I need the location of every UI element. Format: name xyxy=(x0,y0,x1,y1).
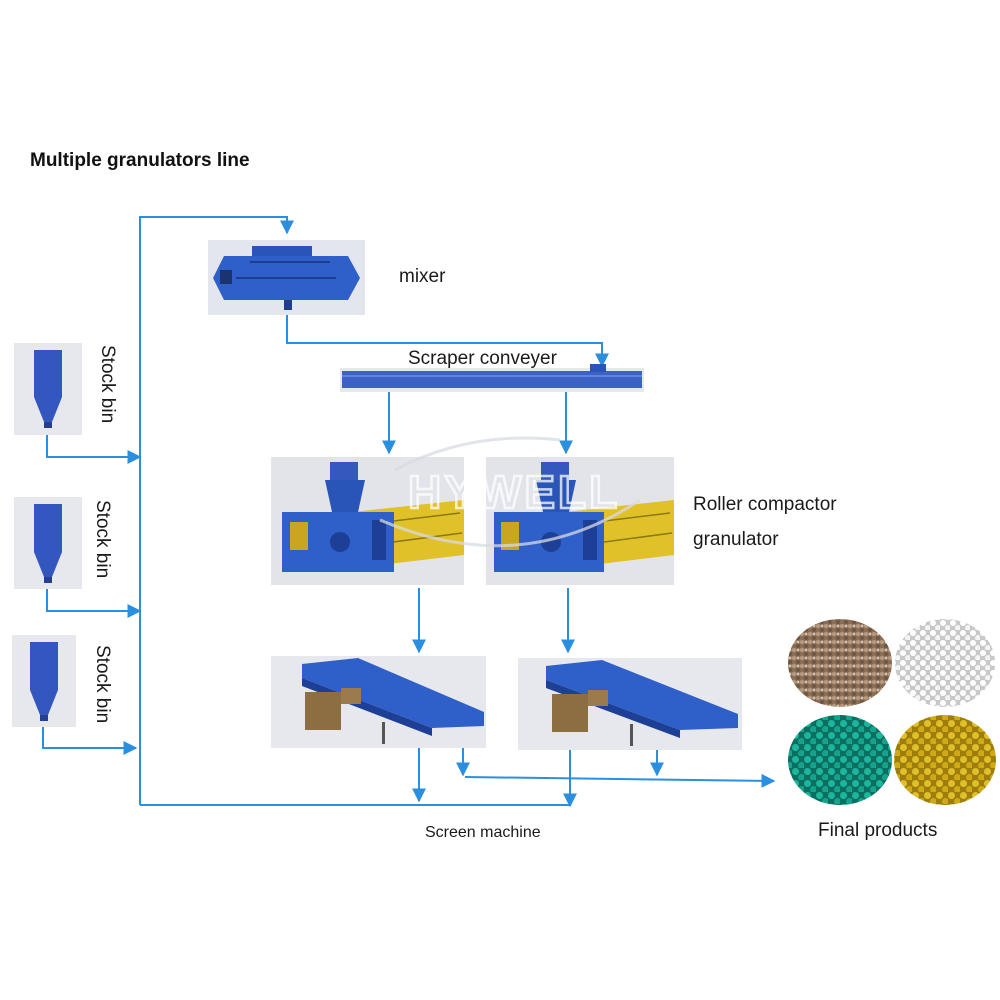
bin2-feed-line xyxy=(46,585,142,618)
stock-bin-3 xyxy=(12,635,76,727)
return-line-to-mixer xyxy=(139,216,294,805)
roller-compactor-label-line1: Roller compactor xyxy=(693,494,837,515)
final-products-samples xyxy=(788,619,996,805)
flow-lines xyxy=(42,216,776,808)
page-title: Multiple granulators line xyxy=(30,150,250,171)
scraper-conveyer-label: Scraper conveyer xyxy=(408,348,557,369)
product-teal-granules xyxy=(788,715,892,805)
mixer-label: mixer xyxy=(399,266,446,287)
scraper-conveyer-machine xyxy=(340,364,644,392)
screen-machine-2 xyxy=(518,658,742,750)
screen-machine-label: Screen machine xyxy=(425,824,541,841)
roller-compactor-label-line2: granulator xyxy=(693,529,779,550)
stock-bin-2 xyxy=(14,497,82,589)
hywell-watermark: HYWELL xyxy=(379,436,641,548)
bin3-feed-line xyxy=(42,725,138,755)
final-products-label: Final products xyxy=(818,820,938,841)
product-brown-granules xyxy=(788,619,892,707)
mixer-machine xyxy=(208,240,365,315)
roller-compactor-2 xyxy=(486,457,674,585)
bin1-feed-line xyxy=(46,430,142,464)
product-output-line xyxy=(464,773,776,788)
stock-bin-label-2: Stock bin xyxy=(92,500,113,579)
product-white-granules xyxy=(895,619,995,707)
watermark-text: HYWELL xyxy=(408,466,620,518)
screen-machine-1 xyxy=(271,656,486,748)
stock-bin-1 xyxy=(14,343,82,435)
stock-bin-label-1: Stock bin xyxy=(97,345,118,424)
stock-bin-label-3: Stock bin xyxy=(92,645,113,724)
mixer-to-conveyer-line xyxy=(286,315,609,368)
product-yellow-granules xyxy=(894,715,996,805)
roller-compactor-1 xyxy=(271,457,464,585)
